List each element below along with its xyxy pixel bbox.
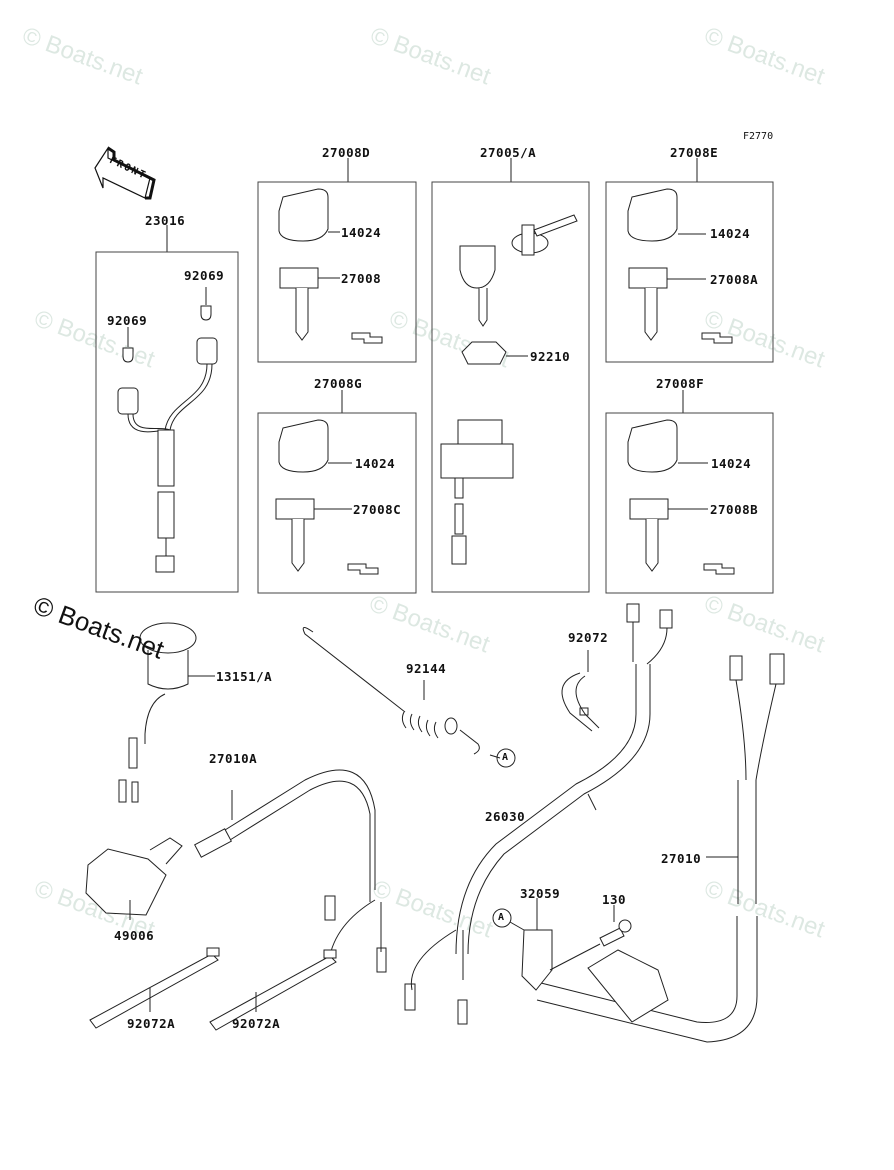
part-49006	[86, 838, 182, 920]
front-arrow-icon	[95, 148, 154, 198]
callout-14024: 14024	[355, 456, 396, 471]
callout-92072A: 92072A	[127, 1016, 176, 1031]
callout-14024: 14024	[341, 225, 382, 240]
callout-27008B: 27008B	[710, 502, 759, 517]
part-27010A	[195, 770, 386, 972]
callout-27010: 27010	[661, 851, 702, 866]
callout-27008: 27008	[341, 271, 382, 286]
part-27010	[537, 654, 784, 1042]
callout-92072A: 92072A	[232, 1016, 281, 1031]
part-130	[550, 905, 631, 970]
callout-13151A: 13151/A	[216, 669, 273, 684]
callout-27008D: 27008D	[322, 145, 371, 160]
callout-27008A: 27008A	[710, 272, 759, 287]
callout-92210: 92210	[530, 349, 571, 364]
callout-92072: 92072	[568, 630, 609, 645]
part-92072A-1	[90, 948, 219, 1028]
callout-32059: 32059	[520, 886, 561, 901]
box-27008F	[606, 390, 773, 593]
callout-23016: 23016	[145, 213, 186, 228]
part-92072	[562, 650, 599, 731]
figure-code: F2770	[743, 131, 774, 142]
box-23016	[96, 225, 238, 592]
callout-92069: 92069	[184, 268, 225, 283]
part-32059	[493, 898, 552, 990]
callout-27008F: 27008F	[656, 376, 705, 391]
box-27008G	[258, 390, 416, 593]
callout-27010A: 27010A	[209, 751, 258, 766]
callout-130: 130	[602, 892, 627, 907]
callout-26030: 26030	[485, 809, 526, 824]
part-26030	[405, 604, 672, 1024]
callout-27005A: 27005/A	[480, 145, 537, 160]
callout-27008E: 27008E	[670, 145, 719, 160]
callout-14024: 14024	[711, 456, 752, 471]
part-92144	[303, 627, 515, 767]
callout-14024: 14024	[710, 226, 751, 241]
box-27008D	[258, 158, 416, 362]
callout-27008C: 27008C	[353, 502, 402, 517]
callout-92069: 92069	[107, 313, 148, 328]
part-92072A-2	[210, 950, 336, 1030]
part-13151A	[119, 623, 215, 802]
ref-marker-a: A	[498, 912, 505, 923]
callout-49006: 49006	[114, 928, 155, 943]
callout-27008G: 27008G	[314, 376, 363, 391]
box-27005A	[432, 158, 589, 592]
callout-92144: 92144	[406, 661, 447, 676]
ref-marker-a: A	[502, 752, 509, 763]
box-27008E	[606, 158, 773, 362]
